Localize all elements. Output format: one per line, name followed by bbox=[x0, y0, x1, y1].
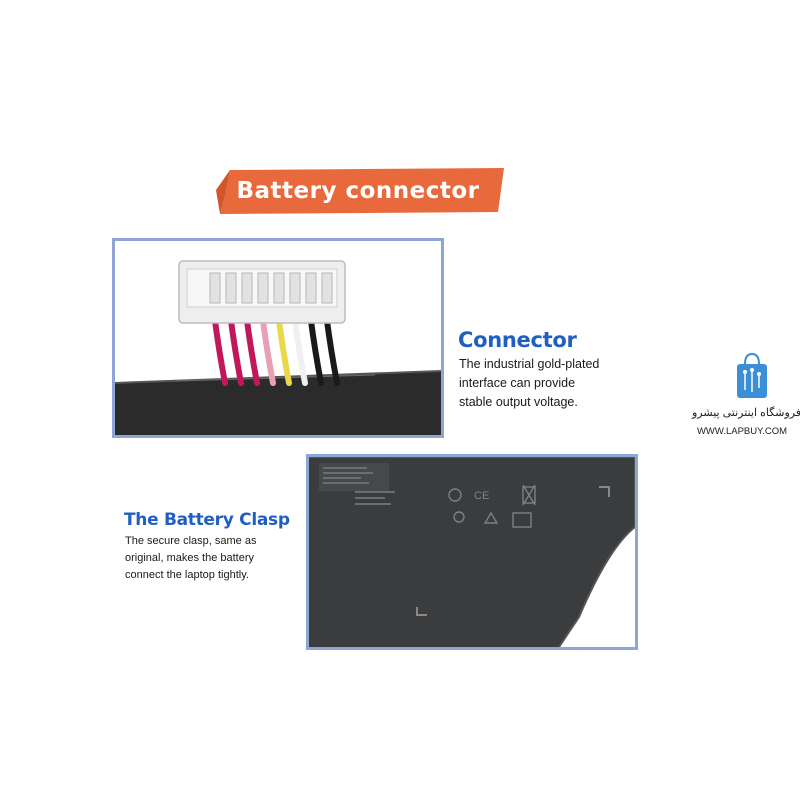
wire bbox=[228, 318, 244, 386]
connector-line: stable output voltage. bbox=[459, 395, 578, 409]
wire bbox=[308, 318, 324, 386]
connector-pins bbox=[209, 272, 333, 304]
battery-photo: CE bbox=[306, 454, 638, 650]
pin-slot bbox=[321, 272, 333, 304]
pin-slot bbox=[289, 272, 301, 304]
clasp-line: original, makes the battery bbox=[125, 552, 255, 564]
clasp-description: The secure clasp, same as original, make… bbox=[125, 533, 295, 584]
pin-slot bbox=[273, 272, 285, 304]
banner-shape bbox=[216, 168, 504, 214]
connector-description: The industrial gold-plated interface can… bbox=[459, 355, 629, 412]
store-url: WWW.LAPBUY.COM bbox=[696, 426, 788, 437]
title-banner: Battery connector bbox=[216, 168, 506, 214]
connector-line: interface can provide bbox=[459, 376, 576, 390]
wire bbox=[244, 318, 260, 386]
banner-title: Battery connector bbox=[236, 178, 480, 204]
wire bbox=[276, 318, 292, 386]
connector-heading: Connector bbox=[458, 328, 577, 352]
clasp-line: connect the laptop tightly. bbox=[125, 569, 249, 581]
pin-slot bbox=[209, 272, 221, 304]
store-name: فروشگاه اینترنتی پیشرو bbox=[692, 407, 800, 419]
wire bbox=[260, 318, 276, 386]
clasp-line: The secure clasp, same as bbox=[125, 535, 257, 547]
wire bbox=[292, 318, 308, 386]
pin-slot bbox=[305, 272, 317, 304]
connector-photo bbox=[112, 238, 444, 438]
svg-text:CE: CE bbox=[474, 490, 489, 502]
certification-icons: CE bbox=[448, 484, 536, 528]
pin-slot bbox=[257, 272, 269, 304]
wire bbox=[324, 318, 340, 386]
connector-wires bbox=[212, 318, 340, 386]
pin-slot bbox=[241, 272, 253, 304]
pin-slot bbox=[225, 272, 237, 304]
clasp-heading: The Battery Clasp bbox=[124, 510, 290, 530]
shopping-bag-icon bbox=[737, 352, 767, 398]
connector-line: The industrial gold-plated bbox=[459, 357, 600, 371]
wire bbox=[212, 318, 228, 386]
